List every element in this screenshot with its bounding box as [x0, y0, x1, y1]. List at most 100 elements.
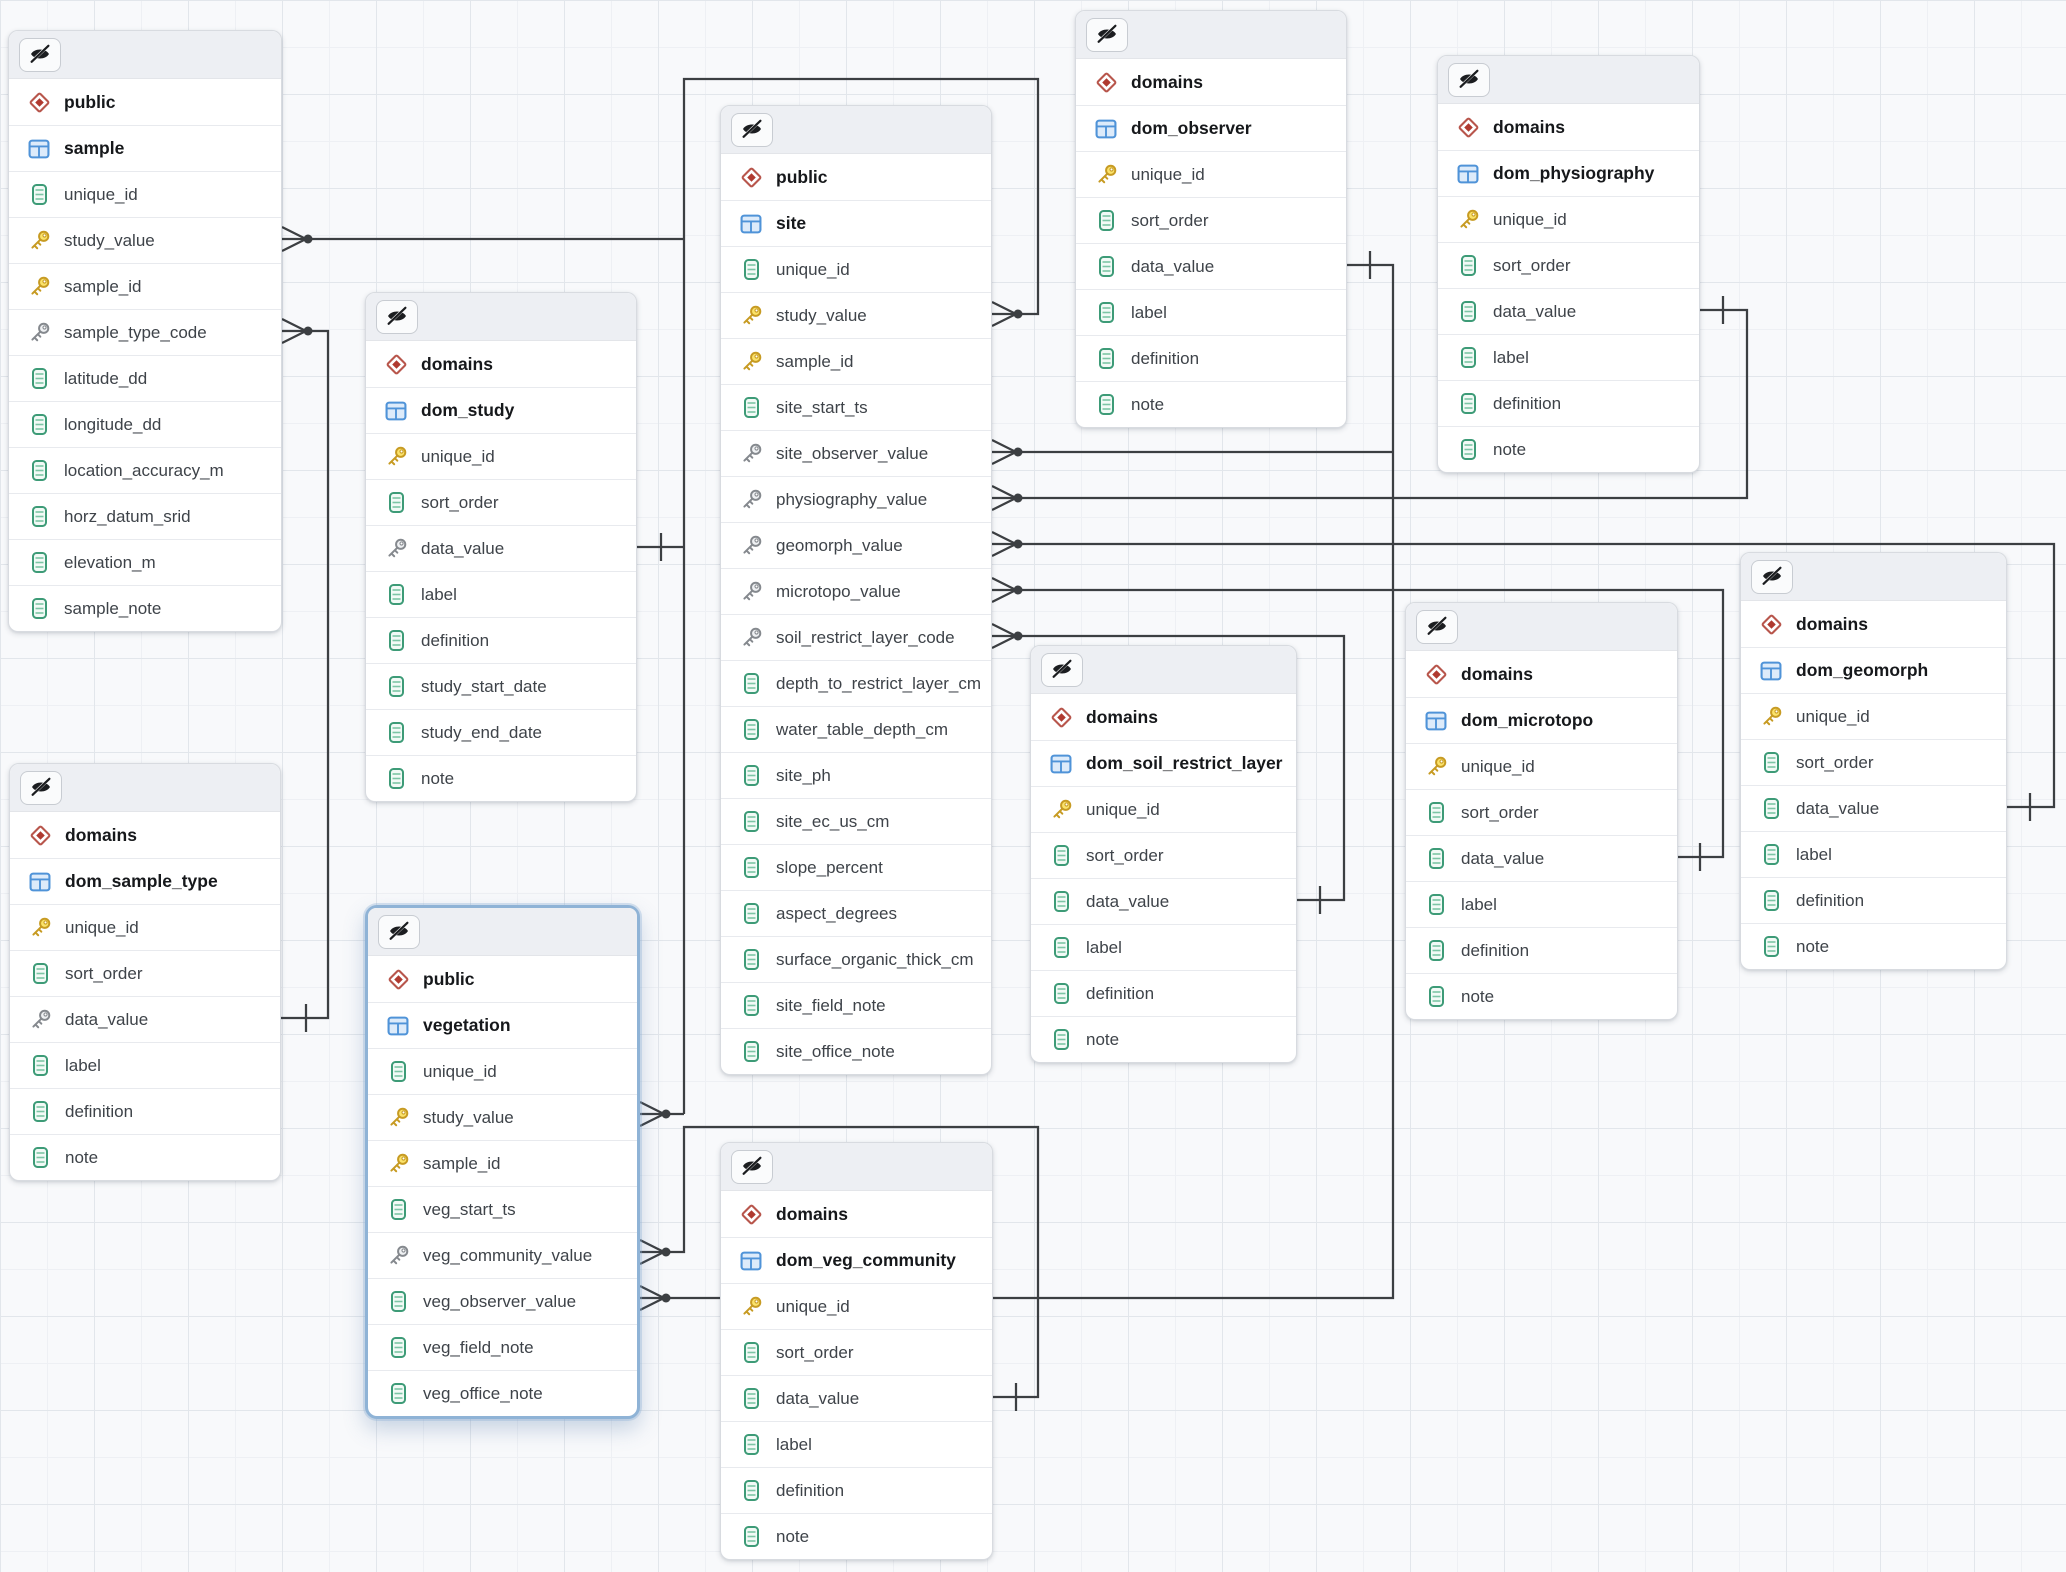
- table-card-vegetation[interactable]: publicvegetationunique_idstudy_valuesamp…: [365, 905, 640, 1419]
- column-row-sort_order[interactable]: sort_order: [10, 950, 280, 996]
- column-row-horz_datum_srid[interactable]: horz_datum_srid: [9, 493, 281, 539]
- column-row-site_ph[interactable]: site_ph: [721, 752, 991, 798]
- column-row-veg_observer_value[interactable]: veg_observer_value: [368, 1278, 637, 1324]
- table-card-dom_observer[interactable]: domainsdom_observerunique_idsort_orderda…: [1075, 10, 1347, 428]
- column-row-label[interactable]: label: [10, 1042, 280, 1088]
- hide-table-button[interactable]: [731, 113, 773, 147]
- table-card-dom_soil_restrict_layer[interactable]: domainsdom_soil_restrict_layerunique_ids…: [1030, 645, 1297, 1063]
- table-card-dom_sample_type[interactable]: domainsdom_sample_typeunique_idsort_orde…: [9, 763, 281, 1181]
- column-row-label[interactable]: label: [1076, 289, 1346, 335]
- column-row-label[interactable]: label: [366, 571, 636, 617]
- column-row-definition[interactable]: definition: [721, 1467, 992, 1513]
- column-row-note[interactable]: note: [721, 1513, 992, 1559]
- column-row-depth_to_restrict_layer_cm[interactable]: depth_to_restrict_layer_cm: [721, 660, 991, 706]
- column-row-water_table_depth_cm[interactable]: water_table_depth_cm: [721, 706, 991, 752]
- column-row-elevation_m[interactable]: elevation_m: [9, 539, 281, 585]
- column-row-longitude_dd[interactable]: longitude_dd: [9, 401, 281, 447]
- column-row-sample_note[interactable]: sample_note: [9, 585, 281, 631]
- column-row-unique_id[interactable]: unique_id: [721, 246, 991, 292]
- hide-table-button[interactable]: [1041, 653, 1083, 687]
- table-card-sample[interactable]: publicsampleunique_idstudy_valuesample_i…: [8, 30, 282, 632]
- column-row-definition[interactable]: definition: [10, 1088, 280, 1134]
- column-row-label[interactable]: label: [721, 1421, 992, 1467]
- column-row-study_end_date[interactable]: study_end_date: [366, 709, 636, 755]
- column-row-site_start_ts[interactable]: site_start_ts: [721, 384, 991, 430]
- column-row-sort_order[interactable]: sort_order: [1406, 789, 1677, 835]
- column-row-sample_type_code[interactable]: sample_type_code: [9, 309, 281, 355]
- column-row-definition[interactable]: definition: [366, 617, 636, 663]
- column-row-surface_organic_thick_cm[interactable]: surface_organic_thick_cm: [721, 936, 991, 982]
- column-row-data_value[interactable]: data_value: [1031, 878, 1296, 924]
- column-row-unique_id[interactable]: unique_id: [368, 1048, 637, 1094]
- hide-table-button[interactable]: [20, 771, 62, 805]
- column-row-note[interactable]: note: [1406, 973, 1677, 1019]
- table-name-row[interactable]: sample: [9, 125, 281, 171]
- column-row-study_value[interactable]: study_value: [721, 292, 991, 338]
- column-row-definition[interactable]: definition: [1406, 927, 1677, 973]
- table-name-row[interactable]: site: [721, 200, 991, 246]
- column-row-note[interactable]: note: [1076, 381, 1346, 427]
- column-row-note[interactable]: note: [1741, 923, 2006, 969]
- table-name-row[interactable]: dom_soil_restrict_layer: [1031, 740, 1296, 786]
- column-row-data_value[interactable]: data_value: [10, 996, 280, 1042]
- column-row-unique_id[interactable]: unique_id: [366, 433, 636, 479]
- column-row-definition[interactable]: definition: [1076, 335, 1346, 381]
- hide-table-button[interactable]: [1448, 63, 1490, 97]
- column-row-label[interactable]: label: [1438, 334, 1699, 380]
- column-row-unique_id[interactable]: unique_id: [1438, 196, 1699, 242]
- column-row-site_field_note[interactable]: site_field_note: [721, 982, 991, 1028]
- column-row-data_value[interactable]: data_value: [1438, 288, 1699, 334]
- table-card-dom_microtopo[interactable]: domainsdom_microtopounique_idsort_orderd…: [1405, 602, 1678, 1020]
- column-row-sort_order[interactable]: sort_order: [721, 1329, 992, 1375]
- column-row-definition[interactable]: definition: [1741, 877, 2006, 923]
- table-card-site[interactable]: publicsiteunique_idstudy_valuesample_ids…: [720, 105, 992, 1075]
- hide-table-button[interactable]: [1751, 560, 1793, 594]
- column-row-physiography_value[interactable]: physiography_value: [721, 476, 991, 522]
- column-row-unique_id[interactable]: unique_id: [9, 171, 281, 217]
- column-row-definition[interactable]: definition: [1031, 970, 1296, 1016]
- column-row-sample_id[interactable]: sample_id: [368, 1140, 637, 1186]
- table-name-row[interactable]: dom_observer: [1076, 105, 1346, 151]
- column-row-unique_id[interactable]: unique_id: [1406, 743, 1677, 789]
- hide-table-button[interactable]: [731, 1150, 773, 1184]
- column-row-sample_id[interactable]: sample_id: [721, 338, 991, 384]
- table-card-dom_veg_community[interactable]: domainsdom_veg_communityunique_idsort_or…: [720, 1142, 993, 1560]
- hide-table-button[interactable]: [1416, 610, 1458, 644]
- column-row-veg_field_note[interactable]: veg_field_note: [368, 1324, 637, 1370]
- table-name-row[interactable]: dom_veg_community: [721, 1237, 992, 1283]
- column-row-sort_order[interactable]: sort_order: [1438, 242, 1699, 288]
- hide-table-button[interactable]: [378, 915, 420, 949]
- table-name-row[interactable]: vegetation: [368, 1002, 637, 1048]
- column-row-microtopo_value[interactable]: microtopo_value: [721, 568, 991, 614]
- column-row-sample_id[interactable]: sample_id: [9, 263, 281, 309]
- column-row-veg_community_value[interactable]: veg_community_value: [368, 1232, 637, 1278]
- table-name-row[interactable]: dom_study: [366, 387, 636, 433]
- column-row-note[interactable]: note: [1031, 1016, 1296, 1062]
- table-card-dom_physiography[interactable]: domainsdom_physiographyunique_idsort_ord…: [1437, 55, 1700, 473]
- column-row-unique_id[interactable]: unique_id: [1031, 786, 1296, 832]
- column-row-unique_id[interactable]: unique_id: [10, 904, 280, 950]
- column-row-site_observer_value[interactable]: site_observer_value: [721, 430, 991, 476]
- table-card-dom_study[interactable]: domainsdom_studyunique_idsort_orderdata_…: [365, 292, 637, 802]
- column-row-veg_office_note[interactable]: veg_office_note: [368, 1370, 637, 1416]
- column-row-soil_restrict_layer_code[interactable]: soil_restrict_layer_code: [721, 614, 991, 660]
- column-row-sort_order[interactable]: sort_order: [1741, 739, 2006, 785]
- column-row-unique_id[interactable]: unique_id: [721, 1283, 992, 1329]
- hide-table-button[interactable]: [1086, 18, 1128, 52]
- column-row-slope_percent[interactable]: slope_percent: [721, 844, 991, 890]
- column-row-data_value[interactable]: data_value: [366, 525, 636, 571]
- column-row-definition[interactable]: definition: [1438, 380, 1699, 426]
- column-row-note[interactable]: note: [1438, 426, 1699, 472]
- table-card-dom_geomorph[interactable]: domainsdom_geomorphunique_idsort_orderda…: [1740, 552, 2007, 970]
- table-name-row[interactable]: dom_geomorph: [1741, 647, 2006, 693]
- column-row-geomorph_value[interactable]: geomorph_value: [721, 522, 991, 568]
- column-row-study_value[interactable]: study_value: [368, 1094, 637, 1140]
- column-row-label[interactable]: label: [1406, 881, 1677, 927]
- hide-table-button[interactable]: [376, 300, 418, 334]
- column-row-note[interactable]: note: [10, 1134, 280, 1180]
- column-row-site_office_note[interactable]: site_office_note: [721, 1028, 991, 1074]
- column-row-data_value[interactable]: data_value: [1741, 785, 2006, 831]
- column-row-data_value[interactable]: data_value: [1076, 243, 1346, 289]
- column-row-label[interactable]: label: [1031, 924, 1296, 970]
